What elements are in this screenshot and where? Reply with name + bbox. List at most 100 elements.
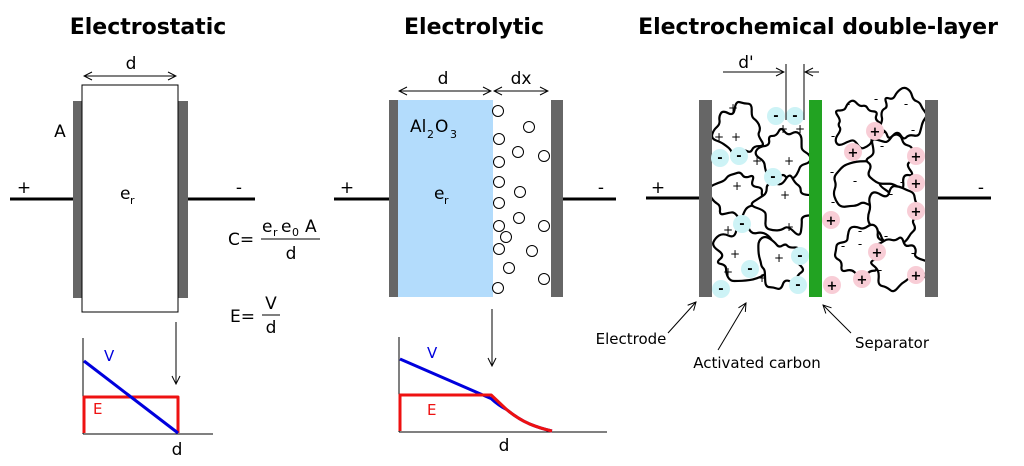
- positive-ion-sign: +: [911, 150, 922, 165]
- negative-ion: [764, 168, 782, 186]
- electrolyte-ion: [493, 133, 505, 145]
- negative-ion-sign: -: [718, 282, 723, 297]
- left-electrode: [699, 100, 712, 297]
- carbon-negative-charge: -: [846, 97, 850, 111]
- carbon-positive-charge: +: [778, 122, 788, 136]
- denominator-d: d: [266, 318, 277, 338]
- voltage-curve: [83, 359, 179, 435]
- electrolyte-ion: [500, 231, 512, 243]
- edlc-ions: ----------++++++++++: [711, 107, 925, 298]
- electrolyte-ion: [538, 150, 550, 162]
- positive-ion-sign: +: [872, 246, 883, 261]
- callouts: Electrode Activated carbon Separator: [596, 302, 930, 372]
- negative-ion-sign: -: [770, 170, 775, 185]
- electrolyte-ion: [512, 146, 524, 158]
- field-curve: [398, 393, 553, 433]
- minus-sign: -: [978, 178, 984, 198]
- electrolyte-ions: [492, 105, 550, 294]
- epsilon-r: e: [262, 217, 272, 237]
- separator-callout: Separator: [855, 334, 930, 352]
- electrolyte-ion: [513, 212, 525, 224]
- oxide-sub-3: 3: [450, 128, 457, 141]
- positive-ion: [866, 122, 884, 140]
- carbon-particle: [867, 184, 923, 246]
- electrolyte-ion: [523, 121, 535, 133]
- electrolyte-ion: [492, 105, 504, 117]
- activated-carbon-callout-arrow: [717, 303, 746, 351]
- oxide-sub-2: 2: [427, 128, 434, 141]
- carbon-negative-charge: -: [858, 224, 862, 238]
- electrolyte-ion: [493, 243, 505, 255]
- cathode-plate: [551, 100, 563, 297]
- electrolyte-ion: [538, 220, 550, 232]
- negative-ion-sign: -: [717, 151, 722, 166]
- electrostatic-capacitor: d A + - e r: [10, 54, 255, 384]
- epsilon-0: e: [281, 217, 291, 237]
- carbon-positive-charge: +: [731, 130, 741, 144]
- positive-ion-sign: +: [911, 269, 922, 284]
- carbon-positive-charge: +: [728, 101, 738, 115]
- edlc-capacitor: + - +++++++++++++++ ----------------- --…: [646, 53, 991, 298]
- negative-ion-sign: -: [792, 109, 797, 124]
- carbon-positive-charge: +: [732, 179, 742, 193]
- anode-plate: [389, 100, 398, 297]
- positive-ion-sign: +: [911, 177, 922, 192]
- capacitance-formula: C= e r e 0 A d: [228, 217, 320, 264]
- area-symbol: A: [305, 217, 317, 237]
- denominator-d: d: [286, 244, 297, 264]
- negative-ion-sign: -: [795, 278, 800, 293]
- permittivity-symbol: e: [434, 184, 444, 204]
- electrostatic-graph: V E d: [82, 338, 213, 460]
- carbon-positive-charge: +: [723, 265, 733, 279]
- carbon-particle: [710, 100, 765, 159]
- separator-callout-arrow: [823, 305, 852, 334]
- electrode-callout: Electrode: [596, 330, 667, 348]
- carbon-positive-charge: +: [730, 247, 740, 261]
- title-electrostatic: Electrostatic: [70, 15, 227, 40]
- carbon-negative-charge: -: [858, 237, 862, 251]
- minus-sign: -: [236, 178, 242, 198]
- negative-ion: [711, 149, 729, 167]
- carbon-particle: [878, 86, 928, 140]
- positive-ion: [907, 202, 925, 220]
- negative-ion: [786, 107, 804, 125]
- carbon-particle: [865, 133, 915, 190]
- positive-ion: [907, 174, 925, 192]
- carbon-particle: [754, 127, 812, 183]
- carbon-particle: [834, 99, 887, 150]
- electrolytic-graph: V E d: [398, 337, 607, 456]
- carbon-negative-charge: -: [911, 123, 915, 137]
- positive-ion-sign: +: [848, 146, 859, 161]
- electrolyte-ion: [503, 262, 515, 274]
- carbon-positive-charge: +: [784, 154, 794, 168]
- oxide-al: Al: [410, 117, 426, 137]
- x-axis-label: d: [499, 436, 510, 456]
- d-prime-label: d': [738, 53, 753, 73]
- carbon-positive-charge: +: [752, 154, 762, 168]
- permittivity-symbol: e: [120, 184, 130, 204]
- negative-ion: [791, 247, 809, 265]
- positive-ion-sign: +: [827, 279, 838, 294]
- positive-ion: [907, 147, 925, 165]
- positive-ion-sign: +: [870, 125, 881, 140]
- positive-ion: [868, 243, 886, 261]
- negative-ion-sign: -: [736, 149, 741, 164]
- carbon-positive-charge: +: [780, 188, 790, 202]
- electrolyte-ion: [493, 176, 505, 188]
- oxide-o: O: [435, 117, 448, 137]
- d-label: d: [438, 69, 449, 89]
- right-electrode: [925, 100, 938, 297]
- positive-ion: [853, 270, 871, 288]
- epsilon-0-sub: 0: [292, 226, 299, 239]
- carbon-positive-charge: +: [714, 130, 724, 144]
- plus-sign: +: [651, 178, 665, 198]
- carbon-positive-charge: +: [774, 251, 784, 265]
- carbon-negative-charge: -: [878, 263, 882, 277]
- carbon-negative-charge: -: [830, 165, 834, 179]
- title-electrolytic: Electrolytic: [404, 15, 544, 40]
- negative-ion: [733, 215, 751, 233]
- activated-carbon-right: -----------------: [830, 86, 930, 293]
- x-axis-label: d: [172, 440, 183, 460]
- dx-label: dx: [511, 69, 532, 89]
